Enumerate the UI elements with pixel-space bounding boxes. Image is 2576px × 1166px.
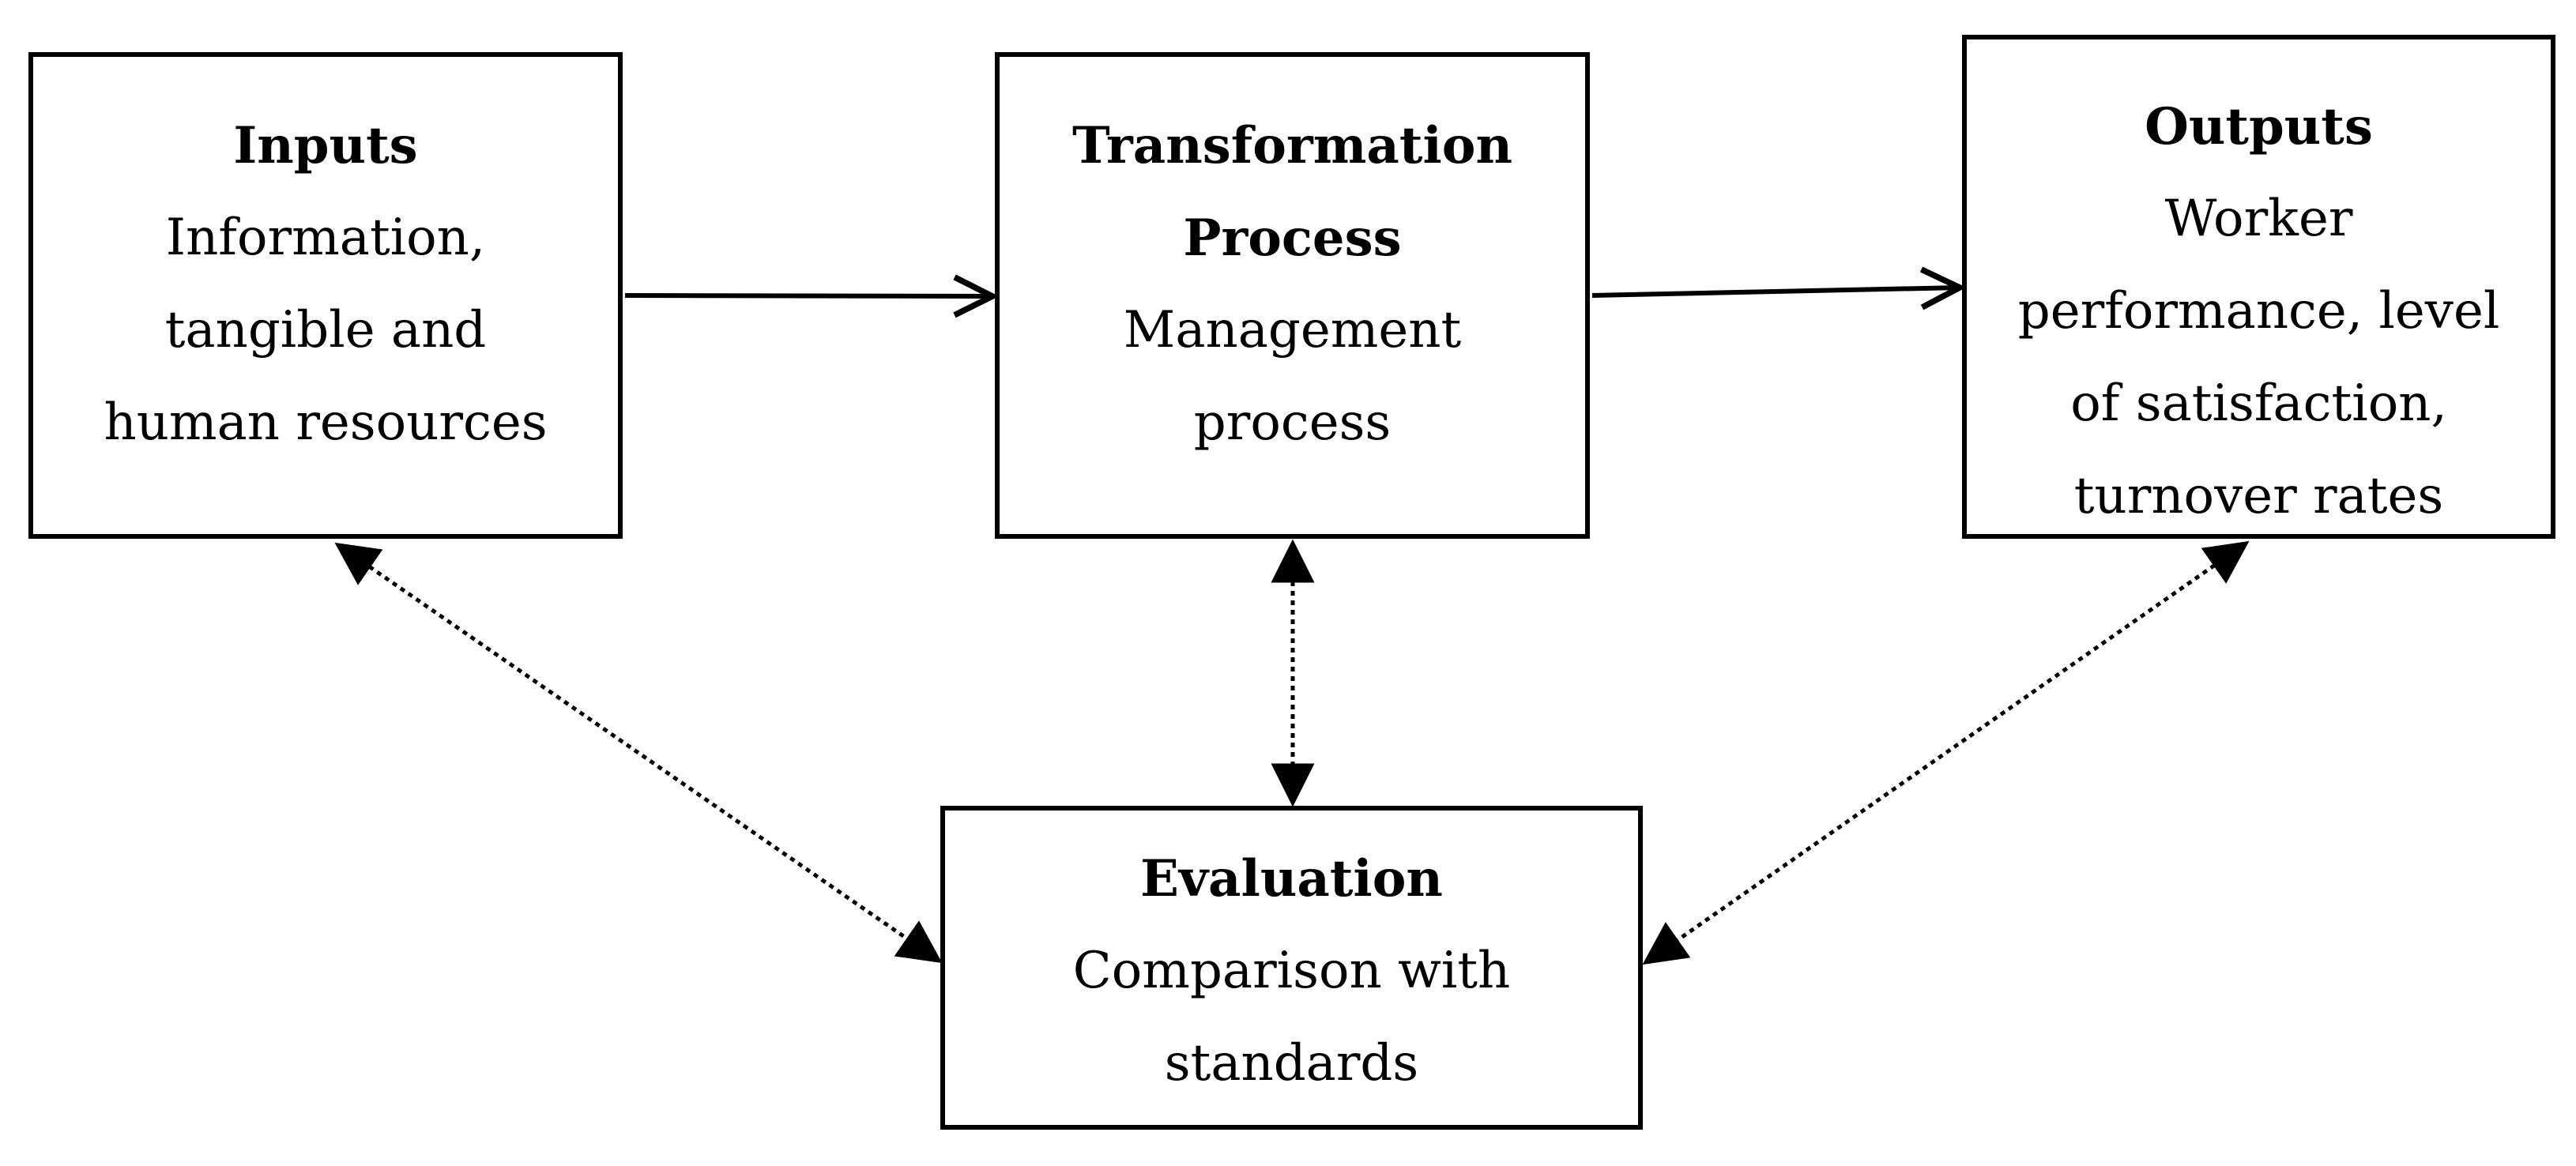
node-transformation: Transformation Process Management proces…: [995, 52, 1590, 539]
node-transformation-line: process: [1193, 393, 1392, 452]
node-inputs-line: tangible and: [164, 301, 487, 359]
edge-outputs-evaluation: [1642, 540, 2250, 965]
node-evaluation-line: standards: [1164, 1034, 1419, 1093]
edge-inputs-to-transformation: [624, 295, 992, 296]
node-inputs-title: Inputs: [233, 116, 418, 175]
node-inputs: Inputs Information, tangible and human r…: [28, 52, 623, 539]
node-transformation-title: Transformation: [1072, 116, 1512, 175]
node-inputs-line: human resources: [104, 393, 548, 452]
edge-transformation-to-outputs: [1591, 288, 1960, 295]
node-evaluation: Evaluation Comparison with standards: [940, 806, 1643, 1130]
edge-inputs-evaluation: [334, 542, 943, 964]
node-outputs-line: of satisfaction,: [2070, 374, 2447, 433]
node-inputs-line: Information,: [165, 209, 486, 267]
node-transformation-line: Management: [1123, 301, 1462, 359]
node-outputs: Outputs Worker performance, level of sat…: [1962, 35, 2555, 539]
node-outputs-line: Worker: [2164, 190, 2353, 248]
node-evaluation-line: Comparison with: [1072, 942, 1511, 1000]
node-evaluation-title: Evaluation: [1140, 849, 1443, 908]
node-outputs-title: Outputs: [2145, 97, 2373, 156]
node-outputs-line: turnover rates: [2073, 467, 2444, 525]
node-outputs-line: performance, level: [2017, 282, 2500, 340]
node-transformation-title: Process: [1183, 209, 1402, 268]
